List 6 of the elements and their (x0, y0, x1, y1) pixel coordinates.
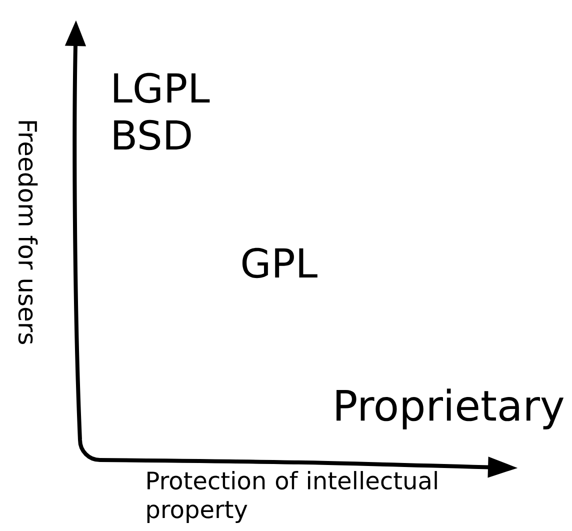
axis-label: Protection of intellectual property (147, 471, 437, 523)
license-label: LGPL (114, 72, 210, 104)
license-label: GPL (242, 248, 318, 278)
axis-label: Freedom for users (18, 121, 38, 344)
license-label: Proprietary (336, 388, 564, 430)
license-label: BSD (114, 120, 191, 150)
